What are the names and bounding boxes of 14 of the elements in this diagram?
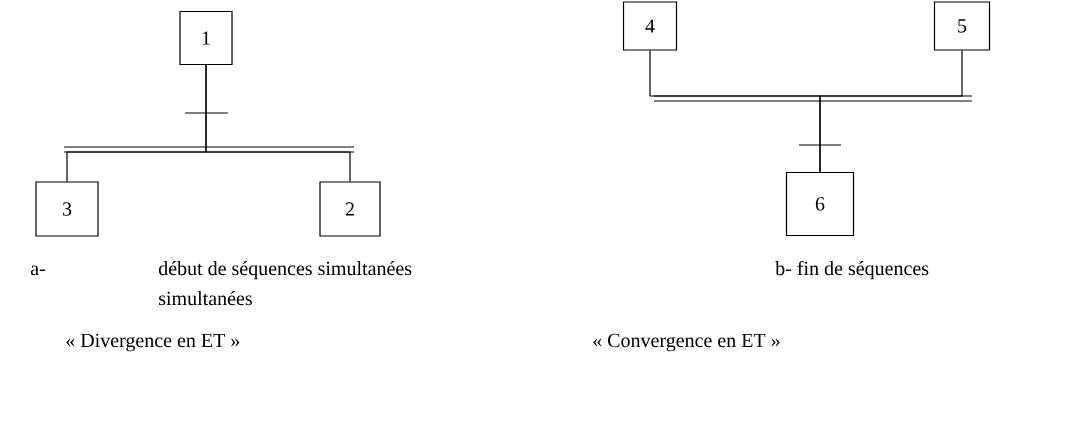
caption-text: début de séquences simultanées — [158, 261, 412, 280]
step-box: 1 — [179, 10, 233, 66]
step-box: 5 — [933, 1, 991, 51]
step-box: 4 — [622, 1, 678, 51]
connector-line — [205, 64, 351, 182]
caption-text: « Convergence en ET » — [593, 333, 780, 352]
step-box: 3 — [35, 181, 99, 237]
step-box: 2 — [319, 181, 381, 237]
caption-text: simultanées — [159, 291, 252, 306]
caption-text: a- — [30, 265, 46, 276]
caption-text: « Divergence en ET » — [66, 333, 240, 352]
step-box: 6 — [785, 171, 855, 237]
connector-line — [819, 50, 963, 173]
caption-text: b- fin de séquences — [775, 260, 929, 280]
